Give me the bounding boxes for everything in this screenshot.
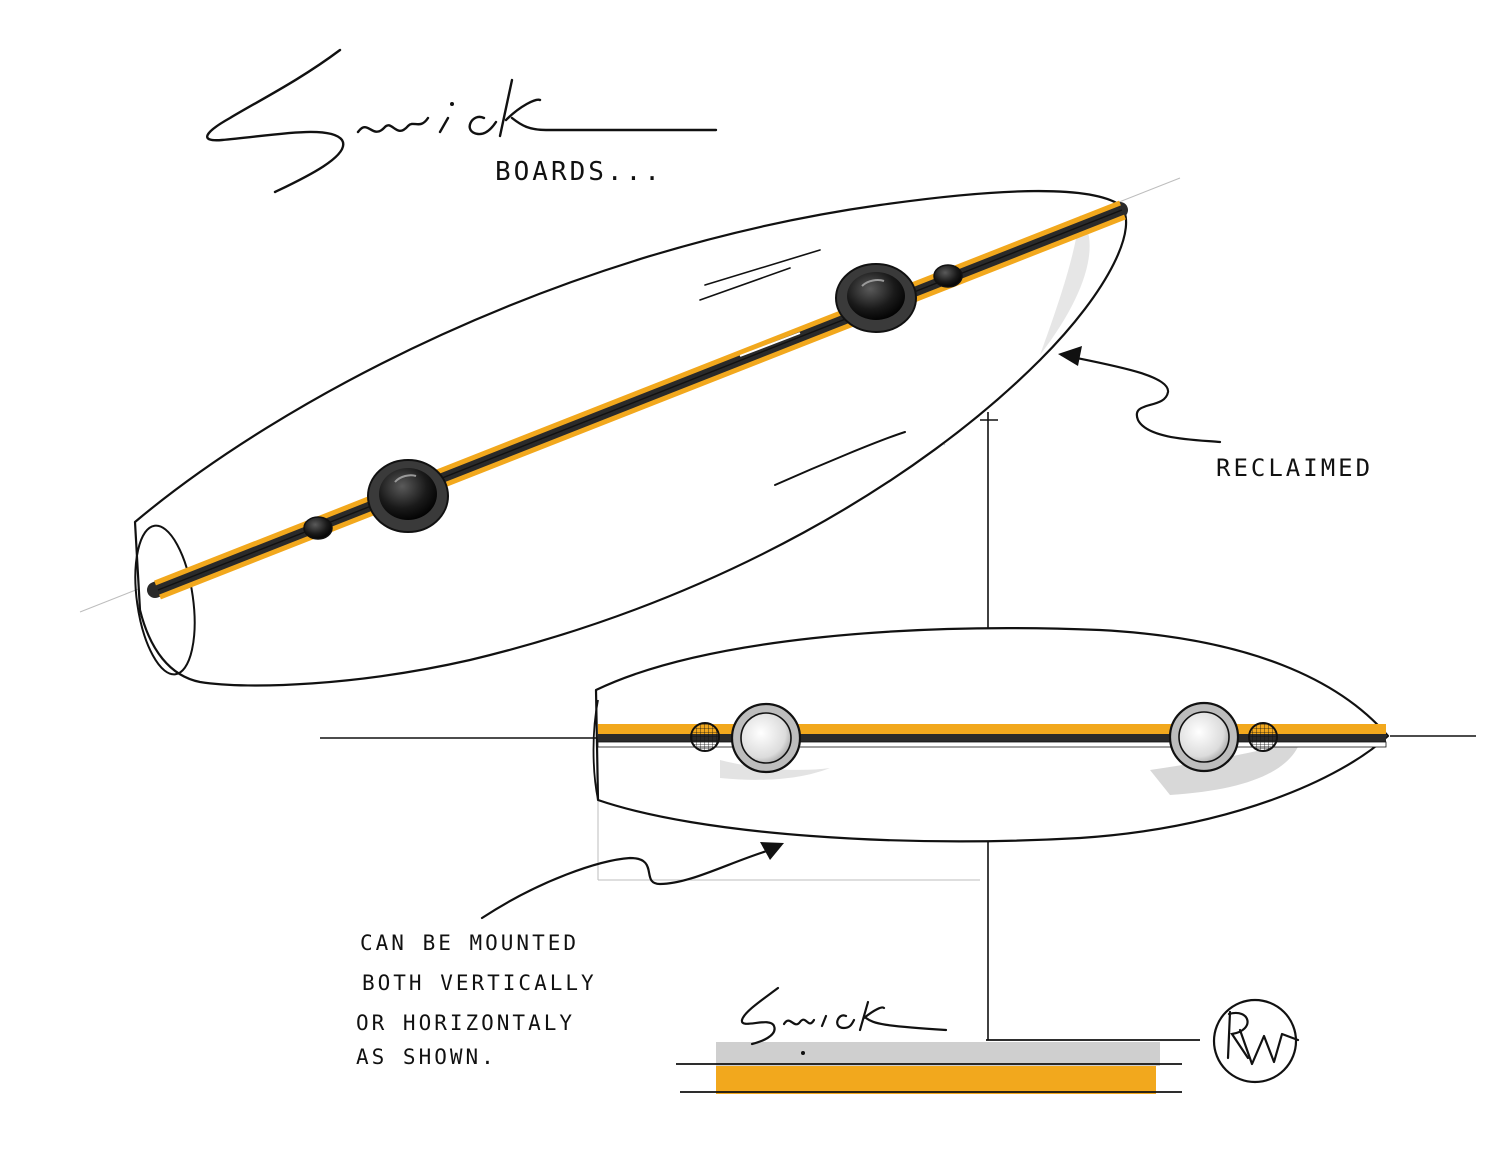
speaker-small-rear-icon [303, 516, 333, 540]
brand-logo-script: BOARDS... [206, 48, 718, 194]
reclaimed-label: RECLAIMED [1216, 454, 1373, 482]
mount-note-line-3: OR HORIZONTALY [356, 1011, 575, 1035]
mount-note-line-4: AS SHOWN. [356, 1045, 497, 1069]
board-perspective-view [133, 190, 1128, 687]
rw-monogram-logo [1212, 998, 1300, 1084]
speaker-large-rear-icon [367, 459, 449, 533]
subtitle-text: BOARDS... [495, 157, 663, 187]
speaker-large-front-icon [835, 263, 917, 333]
mount-arrow-icon [760, 842, 784, 860]
footer-brand-script [740, 986, 948, 1046]
reclaimed-callout: RECLAIMED [1058, 346, 1373, 482]
board-side-view [592, 627, 1390, 843]
speaker-front-side-icon [1168, 701, 1240, 773]
wall-mount-bar [676, 1039, 1200, 1094]
mount-note: CAN BE MOUNTED BOTH VERTICALLY OR HORIZO… [356, 931, 612, 1069]
mount-note-line-1: CAN BE MOUNTED [360, 931, 579, 955]
grille-front-icon [1248, 722, 1278, 752]
speaker-small-front-icon [933, 264, 963, 288]
reclaimed-arrow-icon [1058, 346, 1082, 366]
mount-callout: CAN BE MOUNTED BOTH VERTICALLY OR HORIZO… [356, 842, 784, 1069]
mount-note-line-2: BOTH VERTICALLY [362, 971, 597, 995]
speaker-rear-side-icon [730, 702, 802, 774]
grille-rear-icon [690, 722, 720, 752]
